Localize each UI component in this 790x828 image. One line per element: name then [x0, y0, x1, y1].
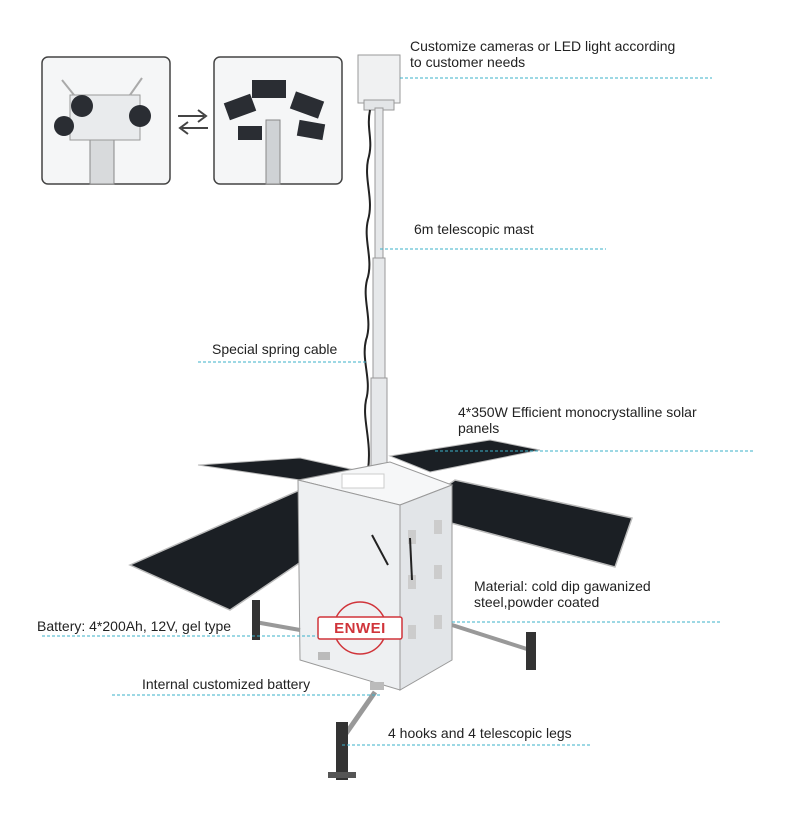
swap-arrows-icon [178, 109, 208, 135]
led-light-inset [213, 56, 343, 185]
brand-logo-text: ENWEI [334, 620, 386, 637]
callout-material: Material: cold dip gawanized steel,powde… [474, 578, 651, 610]
battery-cabinet [297, 461, 454, 691]
leader-lines [42, 77, 755, 746]
callout-cameras: Customize cameras or LED light according… [410, 38, 676, 70]
telescopic-legs [252, 600, 536, 780]
camera-head-box [357, 54, 401, 111]
camera-inset [41, 56, 171, 185]
callout-battery: Battery: 4*200Ah, 12V, gel type [37, 618, 232, 634]
telescopic-mast [370, 107, 388, 479]
callout-legs: 4 hooks and 4 telescopic legs [388, 725, 572, 741]
callout-solar: 4*350W Efficient monocrystalline solar p… [458, 404, 697, 436]
spring-cable [363, 109, 372, 471]
callout-mast: 6m telescopic mast [414, 221, 534, 237]
callout-internal-battery: Internal customized battery [142, 676, 311, 692]
brand-logo [317, 601, 403, 655]
callout-spring-cable: Special spring cable [212, 341, 338, 357]
